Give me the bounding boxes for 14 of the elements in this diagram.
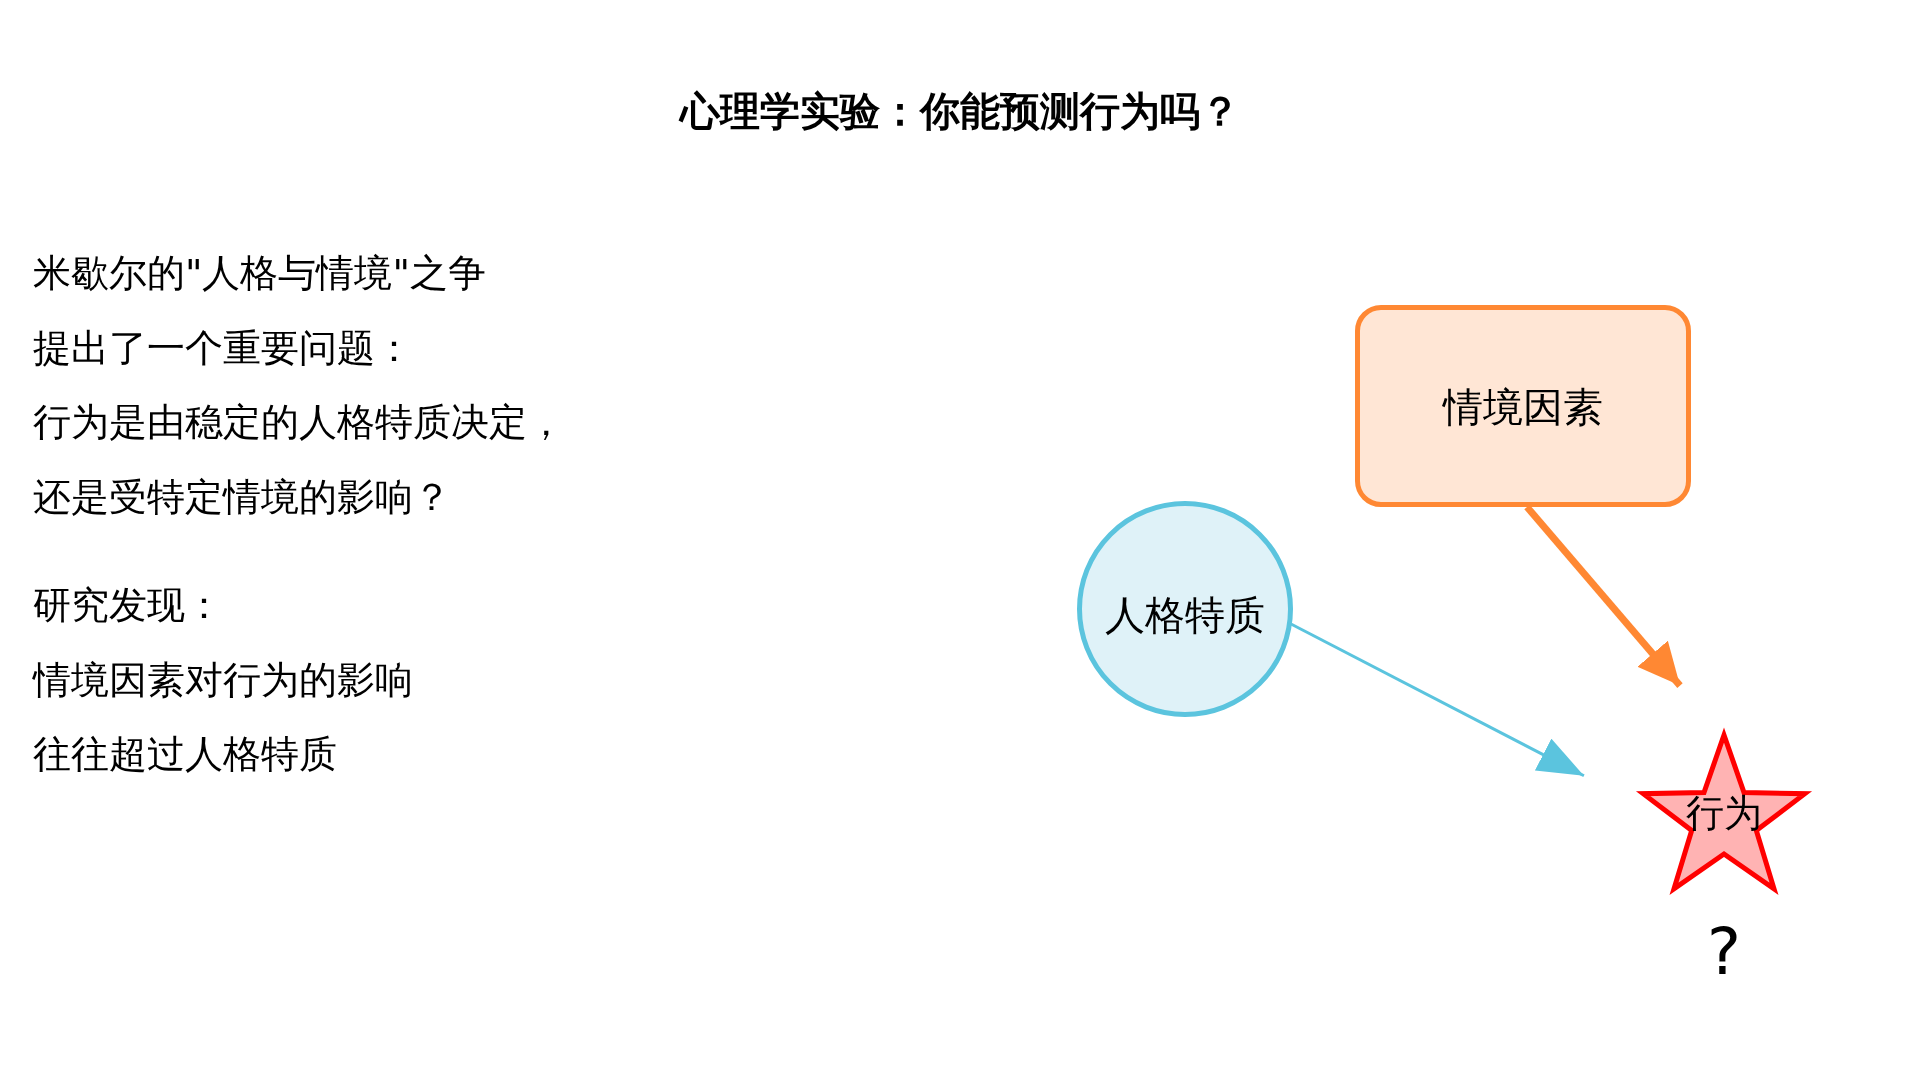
- text-line: 还是受特定情境的影响？: [33, 474, 451, 521]
- node-label: 情境因素: [1441, 383, 1604, 432]
- node-label: 行为: [1685, 790, 1763, 837]
- question-mark: ?: [1706, 920, 1742, 984]
- text-line: 研究发现：: [33, 582, 223, 629]
- text-line: 米歇尔的"人格与情境"之争: [33, 250, 486, 297]
- arrow: [1290, 622, 1585, 778]
- rounded-box: [1355, 305, 1691, 507]
- text-line: 提出了一个重要问题：: [33, 325, 413, 372]
- node-label: 人格特质: [1104, 591, 1266, 640]
- title: 心理学实验：你能预测行为吗？: [677, 87, 1241, 136]
- text-line: 情境因素对行为的影响: [33, 657, 413, 704]
- text-line: 往往超过人格特质: [33, 731, 337, 778]
- text-line: 行为是由稳定的人格特质决定，: [33, 399, 565, 446]
